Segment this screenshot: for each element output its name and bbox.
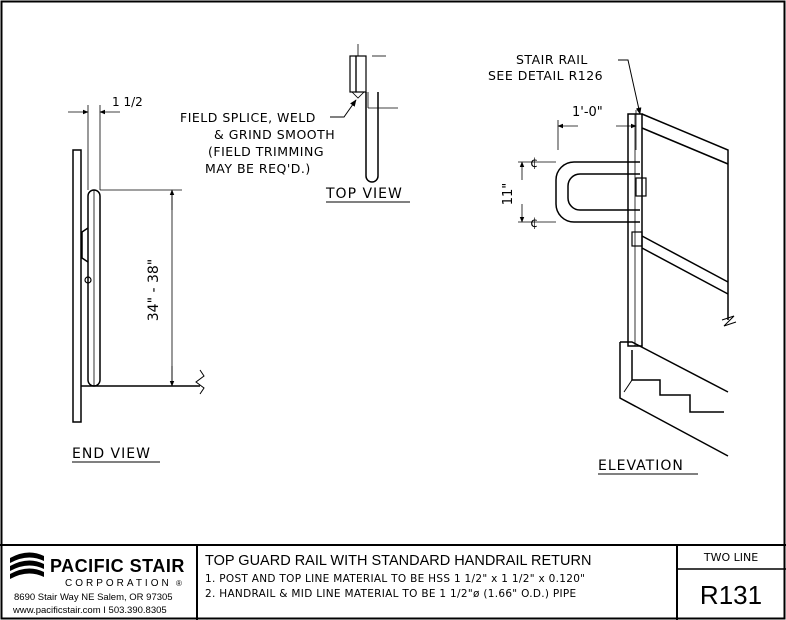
elevation-dim-width: 1'-0" — [572, 105, 603, 120]
field-splice-note-line-2: & GRIND SMOOTH — [214, 127, 335, 142]
elevation-top-rail — [641, 113, 729, 320]
company-contact: www.pacificstair.com I 503.390.8305 — [12, 605, 167, 616]
company-logo-icon — [10, 552, 44, 579]
end-view-dim-height: 34" - 38" — [146, 259, 162, 321]
handrail-return — [555, 161, 640, 223]
company-name: PACIFIC STAIR — [50, 556, 185, 576]
field-splice-note-line-4: MAY BE REQ'D.) — [205, 161, 311, 176]
top-view-wall — [349, 55, 357, 93]
top-view: FIELD SPLICE, WELD & GRIND SMOOTH (FIELD… — [180, 44, 410, 203]
drawing-title: TOP GUARD RAIL WITH STANDARD HANDRAIL RE… — [205, 553, 591, 569]
company-sub: CORPORATION — [65, 578, 172, 589]
stair-rail-callout-line-1: STAIR RAIL — [516, 52, 588, 67]
end-view-dim-top: 1 1/2 — [112, 95, 143, 109]
detail-number: R131 — [700, 580, 762, 610]
stair-stringer — [619, 342, 729, 457]
field-splice-note-line-1: FIELD SPLICE, WELD — [180, 110, 316, 125]
field-splice-note-line-3: (FIELD TRIMMING — [208, 144, 324, 159]
note-2: 2. HANDRAIL & MID LINE MATERIAL TO BE 1 … — [205, 588, 577, 600]
top-view-rail — [365, 92, 379, 183]
variant-label: TWO LINE — [703, 551, 758, 564]
note-1: 1. POST AND TOP LINE MATERIAL TO BE HSS … — [205, 573, 585, 585]
end-view: 1 1/2 34" - 38" END VIEW — [68, 95, 205, 463]
end-view-wall-plate — [72, 149, 82, 423]
company-address: 8690 Stair Way NE Salem, OR 97305 — [14, 592, 173, 603]
title-block: PACIFIC STAIR CORPORATION ® 8690 Stair W… — [0, 544, 786, 620]
stair-rail-callout-line-2: SEE DETAIL R126 — [488, 68, 603, 83]
elevation-dim-height: 11" — [501, 183, 516, 206]
end-view-title: END VIEW — [72, 446, 151, 462]
centerline-symbol-bottom: ¢ — [530, 216, 538, 231]
registered-mark: ® — [176, 579, 182, 588]
elevation-title: ELEVATION — [598, 458, 684, 474]
elevation-view: STAIR RAIL SEE DETAIL R126 1'-0" 11" ¢ ¢ — [488, 52, 737, 475]
top-view-title: TOP VIEW — [325, 186, 403, 202]
elevation-mid-line — [641, 235, 729, 283]
centerline-symbol-top: ¢ — [530, 156, 538, 171]
